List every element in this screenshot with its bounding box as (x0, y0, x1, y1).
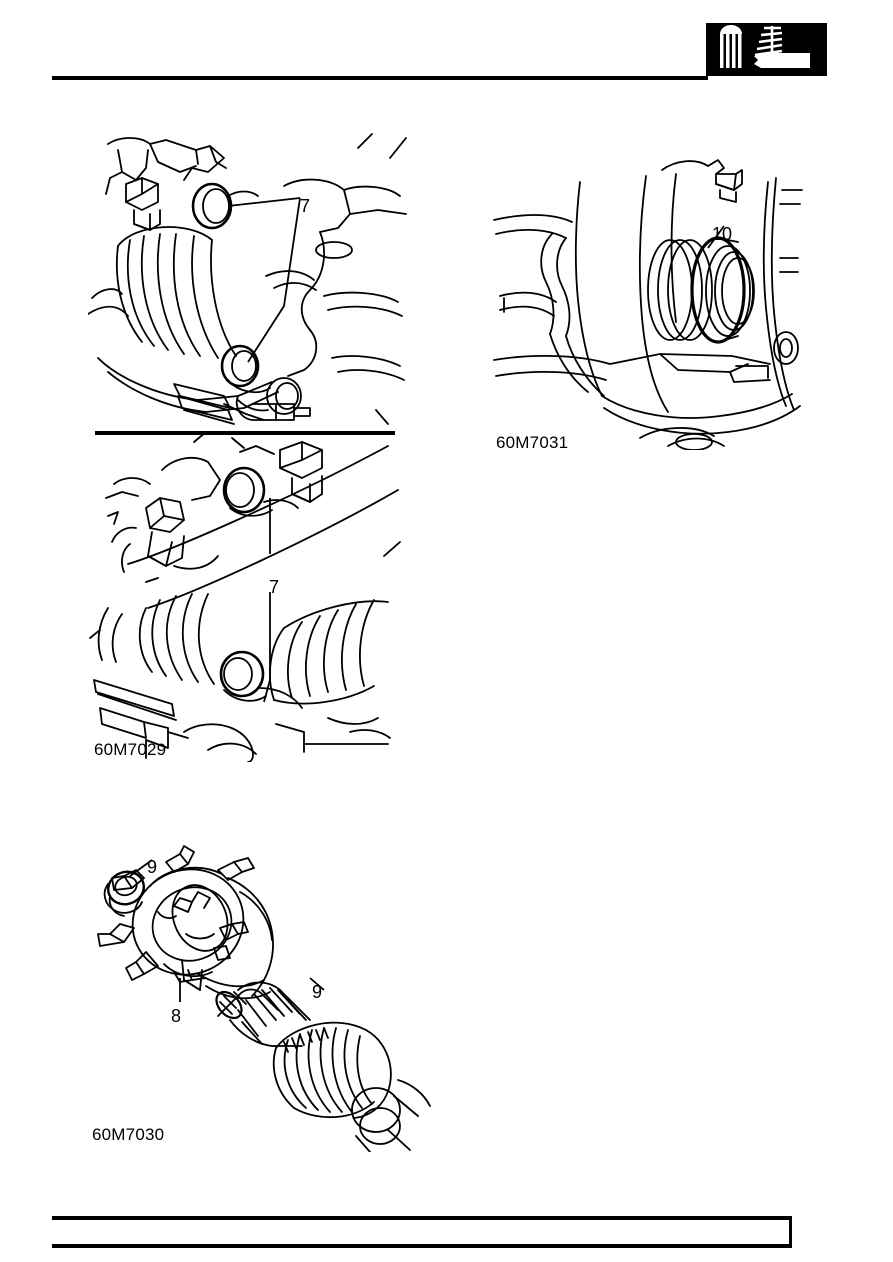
footer-band (52, 1216, 792, 1248)
callout-label-8-fig-d: 8 (171, 1006, 182, 1026)
callout-label-9-fig-d-shaft: 9 (312, 982, 323, 1002)
figure-driveshaft-fixings (88, 432, 418, 762)
callout-label-7-fig-b: 7 (269, 577, 280, 597)
callout-label-10-fig-c: 10 (712, 224, 733, 244)
driveshaft-spring-icon (706, 23, 827, 76)
callout-label-9-fig-d-upper: 9 (147, 857, 158, 877)
figure-caption-60m7031: 60M7031 (496, 433, 569, 452)
header-rule (52, 76, 708, 80)
figure-caption-60m7029: 60M7029 (94, 740, 167, 759)
callout-label-7-fig-a: 7 (300, 196, 311, 216)
figure-hub-and-cv-joint (88, 840, 448, 1152)
figure-differential-oil-seal (480, 150, 815, 450)
figure-driveshaft-hub-carrier (88, 128, 418, 436)
figure-divider-rule (95, 431, 395, 435)
figure-caption-60m7030: 60M7030 (92, 1125, 165, 1144)
